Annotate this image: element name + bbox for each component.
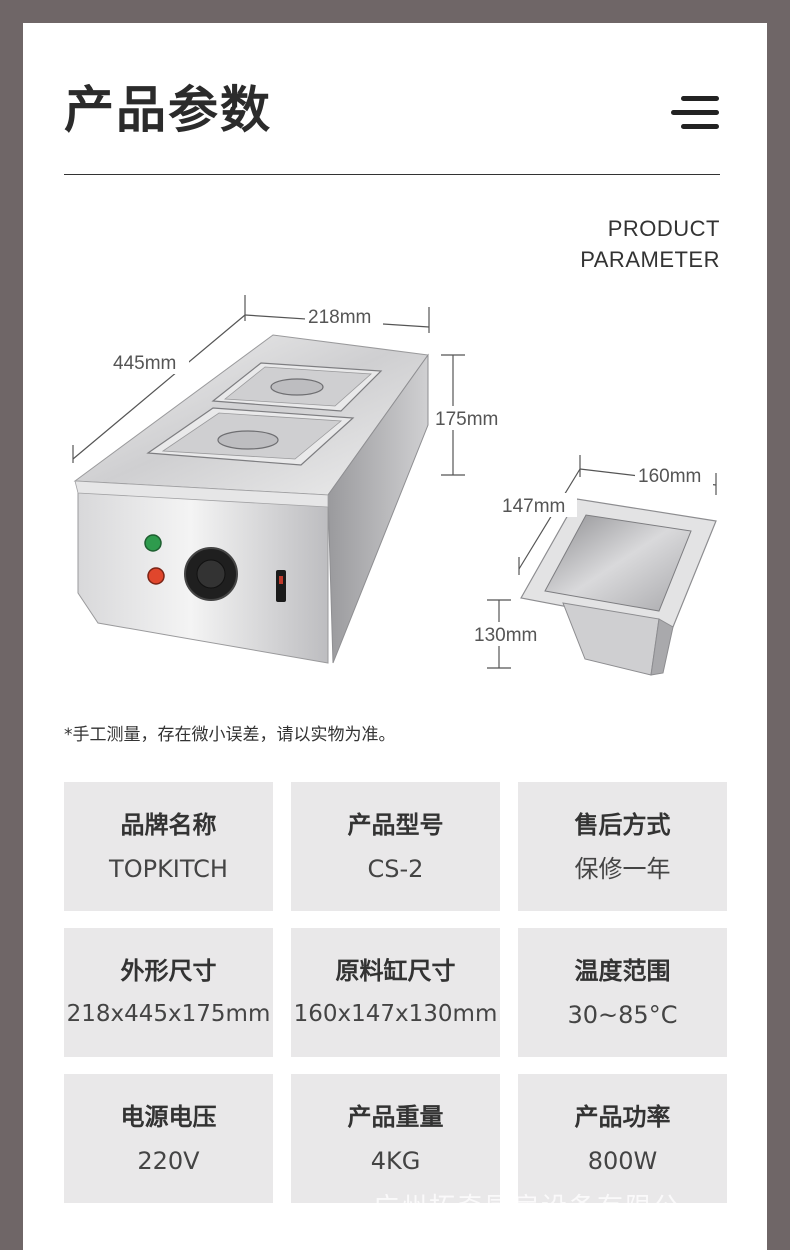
spec-label: 温度范围 bbox=[574, 956, 671, 985]
spec-value: 保修一年 bbox=[574, 854, 671, 883]
company-watermark: 广州拓奇厨房设备有限公 bbox=[373, 1193, 682, 1223]
title-divider bbox=[64, 174, 720, 175]
spec-label: 外形尺寸 bbox=[120, 957, 217, 985]
machine-depth-label: 445mm bbox=[113, 353, 176, 374]
spec-value: TOPKITCH bbox=[109, 854, 228, 883]
spec-label: 产品重量 bbox=[347, 1102, 444, 1131]
spec-label: 售后方式 bbox=[574, 810, 671, 839]
spec-model: 产品型号 CS-2 bbox=[291, 782, 500, 911]
ingredient-pan bbox=[520, 498, 717, 676]
machine-height-label: 175mm bbox=[435, 409, 498, 430]
product-parameter-card: 产品参数 PRODUCT PARAMETER bbox=[23, 23, 767, 1250]
spec-value: 218x445x175mm bbox=[66, 1001, 271, 1027]
pan-height-label-bg bbox=[471, 622, 549, 646]
spec-label: 电源电压 bbox=[120, 1102, 217, 1131]
spec-after-sales: 售后方式 保修一年 bbox=[518, 782, 727, 911]
spec-power: 产品功率 800W bbox=[518, 1074, 727, 1203]
spec-weight: 产品重量 4KG bbox=[291, 1074, 500, 1203]
spec-label: 产品功率 bbox=[574, 1102, 671, 1131]
product-dimension-diagram: 218mm 445mm 175mm 160mm 147mm 130mm bbox=[72, 295, 717, 676]
page-title: 产品参数 bbox=[64, 81, 272, 139]
pan-depth-label-bg bbox=[499, 493, 577, 517]
spec-temperature: 温度范围 30~85°C bbox=[518, 928, 727, 1057]
measurement-note: *手工测量，存在微小误差，请以实物为准。 bbox=[64, 725, 396, 745]
spec-value: 160x147x130mm bbox=[293, 1001, 498, 1027]
spec-value: 800W bbox=[587, 1146, 658, 1175]
height-label-bg bbox=[433, 406, 511, 430]
spec-label: 产品型号 bbox=[347, 810, 444, 839]
spec-value: 30~85°C bbox=[567, 1000, 678, 1029]
depth-label-bg bbox=[111, 350, 189, 374]
pan-depth-label: 147mm bbox=[502, 496, 565, 517]
spec-voltage: 电源电压 220V bbox=[64, 1074, 273, 1203]
subtitle-line-1: PRODUCT bbox=[607, 216, 720, 241]
spec-value: 220V bbox=[137, 1146, 200, 1175]
pan-width-label: 160mm bbox=[638, 466, 701, 487]
spec-value: 4KG bbox=[370, 1146, 421, 1175]
spec-grid: 品牌名称 TOPKITCH 产品型号 CS-2 售后方式 保修一年 外形尺寸 2… bbox=[64, 782, 727, 1203]
pan-width-label-bg bbox=[635, 463, 713, 487]
spec-label: 原料缸尺寸 bbox=[335, 957, 456, 985]
width-label-bg bbox=[305, 306, 383, 330]
spec-brand: 品牌名称 TOPKITCH bbox=[64, 782, 273, 911]
pan-height-label: 130mm bbox=[474, 625, 537, 646]
spec-pan-dimensions: 原料缸尺寸 160x147x130mm bbox=[291, 928, 500, 1057]
spec-value: CS-2 bbox=[367, 854, 424, 883]
spec-dimensions: 外形尺寸 218x445x175mm bbox=[64, 928, 273, 1057]
subtitle-line-2: PARAMETER bbox=[580, 247, 720, 272]
spec-label: 品牌名称 bbox=[120, 810, 217, 839]
bain-marie-machine bbox=[73, 334, 429, 664]
menu-icon[interactable] bbox=[671, 96, 721, 132]
machine-width-label: 218mm bbox=[308, 307, 371, 328]
section-subtitle: PRODUCT PARAMETER bbox=[580, 213, 720, 275]
